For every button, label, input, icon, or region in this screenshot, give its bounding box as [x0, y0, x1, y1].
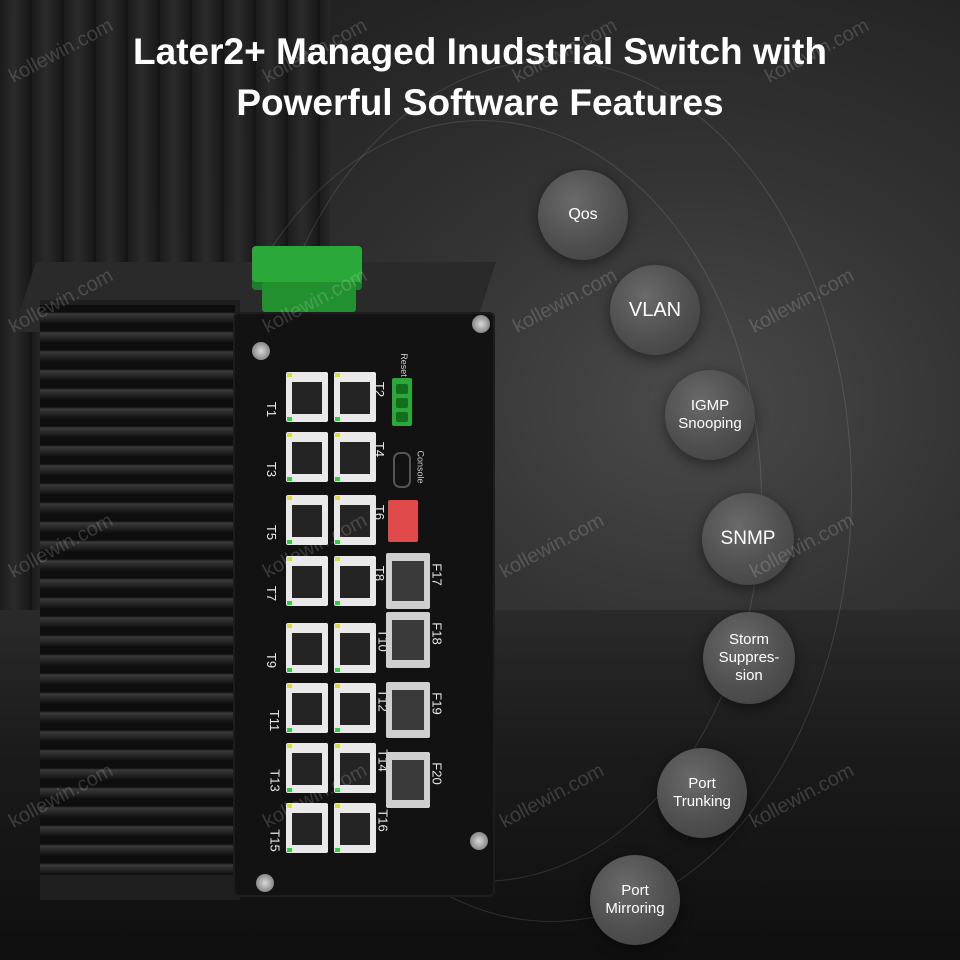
console-port [393, 452, 411, 488]
heat-sink-fins [40, 305, 235, 875]
rj45-port [286, 556, 328, 606]
sfp-label: F18 [429, 622, 445, 645]
rj45-port [334, 495, 376, 545]
feature-label: Port Mirroring [605, 882, 665, 917]
rj45-port [334, 743, 376, 793]
reset-label: Reset [398, 353, 409, 377]
rj45-port [334, 803, 376, 853]
port-label: T2 [372, 381, 388, 398]
headline-line-1: Later2+ Managed Inudstrial Switch with [133, 31, 827, 72]
rj45-port [286, 743, 328, 793]
power-terminal-base [262, 282, 356, 312]
sfp-port [386, 612, 430, 668]
sfp-label: F19 [429, 692, 445, 715]
dip-switch [388, 500, 418, 542]
rj45-port [286, 432, 328, 482]
feature-vlan: VLAN [610, 265, 700, 355]
port-label: T6 [372, 504, 388, 521]
feature-label: Qos [568, 206, 598, 224]
sfp-label: F20 [429, 762, 445, 785]
rj45-port [286, 623, 328, 673]
screw-icon [470, 832, 488, 850]
rj45-port [286, 372, 328, 422]
feature-snmp: SNMP [702, 493, 794, 585]
screw-icon [472, 315, 490, 333]
sfp-port [386, 553, 430, 609]
relay-terminal [392, 378, 412, 426]
rj45-port [334, 432, 376, 482]
feature-label: Port Trunking [673, 775, 731, 810]
port-label: T9 [264, 652, 280, 669]
port-label: T11 [267, 709, 283, 732]
rj45-port [286, 495, 328, 545]
screw-icon [252, 342, 270, 360]
port-label: T16 [375, 809, 391, 832]
feature-label: IGMP Snooping [678, 397, 742, 432]
feature-storm: Storm Suppres- sion [703, 612, 795, 704]
port-label: T1 [264, 401, 280, 418]
port-label: T4 [372, 441, 388, 458]
port-label: T8 [372, 565, 388, 582]
rj45-port [286, 683, 328, 733]
console-label: Console [415, 450, 426, 484]
sfp-label: F17 [429, 563, 445, 586]
sfp-port [386, 682, 430, 738]
feature-label: SNMP [720, 527, 776, 549]
rj45-port [286, 803, 328, 853]
rj45-port [334, 372, 376, 422]
sfp-port [386, 752, 430, 808]
rj45-port [334, 623, 376, 673]
feature-label: VLAN [628, 299, 682, 321]
feature-trunk: Port Trunking [657, 748, 747, 838]
feature-mirror: Port Mirroring [590, 855, 680, 945]
screw-icon [256, 874, 274, 892]
feature-label: Storm Suppres- sion [718, 631, 780, 684]
feature-igmp: IGMP Snooping [665, 370, 755, 460]
port-label: T3 [264, 461, 280, 478]
feature-qos: Qos [538, 170, 628, 260]
port-label: T13 [267, 769, 283, 792]
port-label: T7 [264, 585, 280, 602]
rj45-port [334, 683, 376, 733]
port-label: T5 [264, 524, 280, 541]
headline-line-2: Powerful Software Features [236, 82, 724, 123]
rj45-port [334, 556, 376, 606]
